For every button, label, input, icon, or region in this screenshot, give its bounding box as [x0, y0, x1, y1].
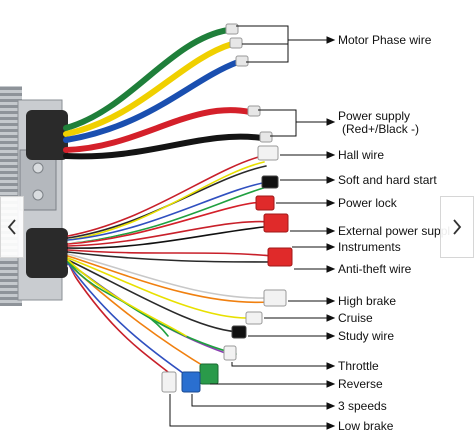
label-power-lock: Power lock	[338, 196, 397, 210]
label-motor-phase-wire: Motor Phase wire	[338, 33, 432, 47]
power-wires	[63, 107, 265, 160]
carousel-next-button[interactable]	[440, 196, 474, 258]
label-high-brake: High brake	[338, 294, 397, 308]
label-soft-and-hard-start: Soft and hard start	[338, 173, 437, 187]
label-cruise: Cruise	[338, 311, 373, 325]
label-external-power-supply: External power supply	[338, 224, 450, 238]
signal-wire-harness	[67, 155, 275, 379]
signal-connectors	[161, 145, 293, 393]
label-hall-wire: Hall wire	[338, 148, 385, 162]
label-power-supply: Power supply	[338, 109, 411, 123]
label-anti-theft-wire: Anti-theft wire	[338, 262, 412, 276]
label-low-brake: Low brake	[338, 419, 394, 433]
label-reverse: Reverse	[338, 377, 383, 391]
chevron-right-icon	[452, 218, 462, 236]
carousel-prev-button[interactable]	[0, 196, 24, 258]
power-connectors	[247, 105, 273, 143]
label-power-supply-polarity: (Red+/Black -)	[342, 122, 420, 136]
label-pointers	[169, 25, 336, 430]
label-throttle: Throttle	[338, 359, 379, 373]
chevron-left-icon	[7, 218, 17, 236]
phase-connectors	[225, 23, 249, 67]
label-study-wire: Study wire	[338, 329, 395, 343]
label-instruments: Instruments	[338, 240, 401, 254]
motor-phase-wires	[63, 27, 241, 143]
label-3-speeds: 3 speeds	[338, 399, 387, 413]
